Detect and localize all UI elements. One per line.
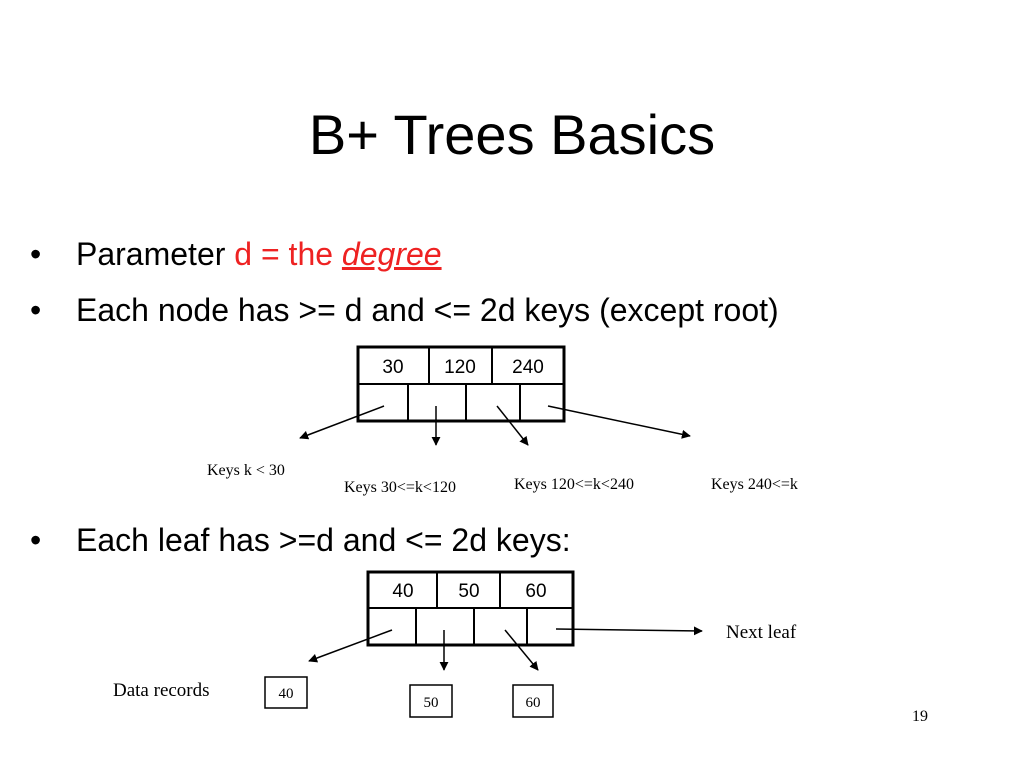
pointer-arrow-ge-240 xyxy=(547,405,691,439)
slide-title: B+ Trees Basics xyxy=(308,103,716,166)
bullet-degree-term: degree xyxy=(341,236,442,272)
data-record-box-60 xyxy=(512,684,554,718)
data-record-box-50 xyxy=(409,684,453,718)
pointer-arrow-120-240 xyxy=(496,405,529,446)
bullet-leaf-keys: • Each leaf has >=d and <= 2d keys: xyxy=(30,520,571,560)
internal-node: 30 120 240 xyxy=(356,345,566,423)
pointer-arrow-lt-30 xyxy=(299,405,385,440)
leaf-key-50: 50 xyxy=(458,581,479,602)
range-label-lt-30: Keys k < 30 xyxy=(207,462,285,479)
record-arrow-60 xyxy=(504,629,539,671)
bullet-degree: • Parameter d = the degree xyxy=(30,234,442,274)
bullet-degree-accent: d = the degree xyxy=(234,236,441,272)
page-number: 19 xyxy=(912,708,928,725)
range-label-30-120: Keys 30<=k<120 xyxy=(344,479,456,496)
bullet-node-keys: • Each node has >= d and <= 2d keys (exce… xyxy=(30,290,779,330)
leaf-node: 40 50 60 xyxy=(366,570,575,647)
leaf-key-60: 60 xyxy=(525,581,546,602)
leaf-key-40: 40 xyxy=(392,581,413,602)
record-arrow-40 xyxy=(308,629,393,663)
next-leaf-label: Next leaf xyxy=(726,622,797,643)
bullet-degree-accent-text: d = the xyxy=(234,236,342,272)
bullet-marker: • xyxy=(30,236,42,272)
data-record-50: 50 xyxy=(424,695,439,711)
bullet-leaf-keys-text: Each leaf has >=d and <= 2d keys: xyxy=(76,522,571,558)
bullet-marker: • xyxy=(30,292,42,328)
bullet-degree-prefix: Parameter xyxy=(76,236,235,272)
range-label-120-240: Keys 120<=k<240 xyxy=(514,476,634,493)
internal-key-120: 120 xyxy=(444,357,476,378)
bullet-marker: • xyxy=(30,522,42,558)
bullet-node-keys-text: Each node has >= d and <= 2d keys (excep… xyxy=(76,292,779,328)
next-leaf-arrow xyxy=(555,626,703,636)
data-records-label: Data records xyxy=(113,680,210,701)
range-label-ge-240: Keys 240<=k xyxy=(711,476,798,493)
internal-key-240: 240 xyxy=(512,357,544,378)
data-record-40: 40 xyxy=(279,686,294,702)
data-record-60: 60 xyxy=(526,695,541,711)
internal-key-30: 30 xyxy=(382,357,403,378)
data-record-box-40 xyxy=(264,676,308,709)
